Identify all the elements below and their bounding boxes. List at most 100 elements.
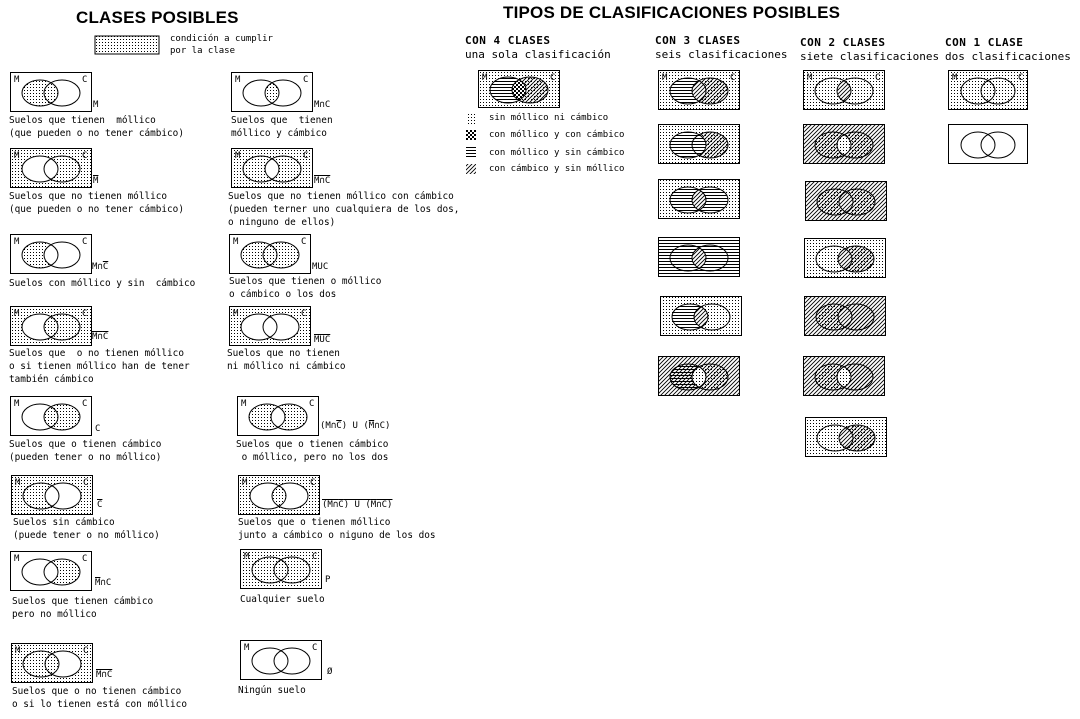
column-heading-3-classes: CON 3 CLASES seis clasificaciones <box>655 34 787 62</box>
class-symbol: C <box>95 424 101 434</box>
column-heading: CON 4 CLASES <box>465 34 551 47</box>
venn-label-m: M <box>241 399 247 409</box>
venn-2-classes-1 <box>803 124 885 164</box>
class-symbol: M <box>93 176 99 186</box>
class-symbol: M∩C <box>314 100 331 110</box>
venn-label-m: M <box>952 73 958 83</box>
class-caption: Suelos que tienen móllico (que pueden o … <box>9 115 184 139</box>
class-caption: Suelos que tienen o móllico o cámbico o … <box>229 276 382 300</box>
venn-3-classes-4 <box>660 296 742 336</box>
legend-item-diag: con cámbico y sin móllico <box>489 164 625 174</box>
venn-label-m: M <box>14 554 20 564</box>
class-caption: Suelos que no tienen móllico con cámbico… <box>228 191 460 228</box>
class-symbol: Ø <box>327 667 333 677</box>
class-symbol: M∩C <box>96 670 113 680</box>
class-caption: Suelos con móllico y sin cámbico <box>9 278 196 289</box>
venn-label-m: M <box>14 399 20 409</box>
venn-label-c: C <box>82 75 87 85</box>
class-caption: Suelos que o tienen móllico junto a cámb… <box>238 517 436 541</box>
venn-label-c: C <box>309 399 314 409</box>
venn-2-classes-5 <box>803 356 885 396</box>
venn-label-m: M <box>235 75 241 85</box>
venn-label-c: C <box>301 237 306 247</box>
venn-label-m: M <box>15 646 21 656</box>
legend-condition-text: condición a cumplir por la clase <box>170 33 273 57</box>
class-symbol: P <box>325 575 331 585</box>
column-heading-1-class: CON 1 CLASE dos clasificaciones <box>945 36 1071 64</box>
venn-3-classes-2 <box>658 179 740 219</box>
venn-label-c: C <box>312 643 317 653</box>
venn-label-c: C <box>82 151 87 161</box>
venn-label-m: M <box>807 73 813 83</box>
class-caption: Ningún suelo <box>238 685 306 696</box>
venn-label-c: C <box>550 73 555 83</box>
venn-label-c: C <box>303 75 308 85</box>
column-subheading: una sola clasificación <box>465 48 611 61</box>
left-panel-title: CLASES POSIBLES <box>76 8 239 27</box>
venn-label-m: M <box>15 478 21 488</box>
venn-label-m: M <box>14 309 20 319</box>
venn-label-m: M <box>482 73 488 83</box>
venn-2-classes-2 <box>805 181 887 221</box>
column-subheading: seis clasificaciones <box>655 48 788 61</box>
venn-label-m: M <box>244 552 250 562</box>
venn-label-c: C <box>301 309 306 319</box>
venn-label-c: C <box>312 552 317 562</box>
venn-label-m: M <box>233 237 239 247</box>
venn-label-c: C <box>82 554 87 564</box>
venn-label-c: C <box>83 646 88 656</box>
column-subheading: dos clasificaciones <box>945 50 1071 63</box>
venn-label-m: M <box>242 478 248 488</box>
venn-label-c: C <box>303 151 308 161</box>
class-symbol: (M∩C) U (M∩C) <box>322 500 393 510</box>
venn-label-c: C <box>83 478 88 488</box>
legend-item-dots: sin móllico ni cámbico <box>489 113 609 123</box>
venn-1-class-1 <box>948 124 1028 164</box>
class-caption: Suelos que o no tienen cámbico o si lo t… <box>12 686 187 710</box>
legend-item-hlines: con móllico y sin cámbico <box>489 148 625 158</box>
venn-label-c: C <box>82 399 87 409</box>
venn-label-m: M <box>233 309 239 319</box>
column-heading: CON 3 CLASES <box>655 34 741 47</box>
legend-item-check: con móllico y con cámbico <box>489 130 625 140</box>
venn-2-classes-3 <box>804 238 886 278</box>
venn-label-c: C <box>310 478 315 488</box>
class-symbol: C <box>97 500 103 510</box>
venn-2-classes-4 <box>804 296 886 336</box>
class-caption: Suelos que tienen cámbico pero no móllic… <box>12 596 154 620</box>
class-caption: Suelos que o tienen cámbico o móllico, p… <box>236 439 389 463</box>
legend-swatch-dots <box>94 35 160 55</box>
right-panel-title: TIPOS DE CLASIFICACIONES POSIBLES <box>503 3 841 22</box>
legend-condition-line-2: por la clase <box>170 46 236 56</box>
venn-label-m: M <box>235 151 241 161</box>
class-symbol: M <box>93 100 99 110</box>
venn-2-classes-6 <box>805 417 887 457</box>
column-heading: CON 2 CLASES <box>800 36 886 49</box>
venn-label-c: C <box>1018 73 1023 83</box>
class-caption: Suelos sin cámbico (puede tener o no mól… <box>13 517 160 541</box>
venn-3-classes-3 <box>658 237 740 277</box>
class-caption: Suelos que tienen móllico y cámbico <box>231 115 333 139</box>
class-symbol: M∩C <box>314 176 331 186</box>
column-subheading: siete clasificaciones <box>800 50 940 63</box>
venn-label-m: M <box>244 643 250 653</box>
venn-label-c: C <box>82 237 87 247</box>
class-symbol: M∩C <box>95 578 112 588</box>
